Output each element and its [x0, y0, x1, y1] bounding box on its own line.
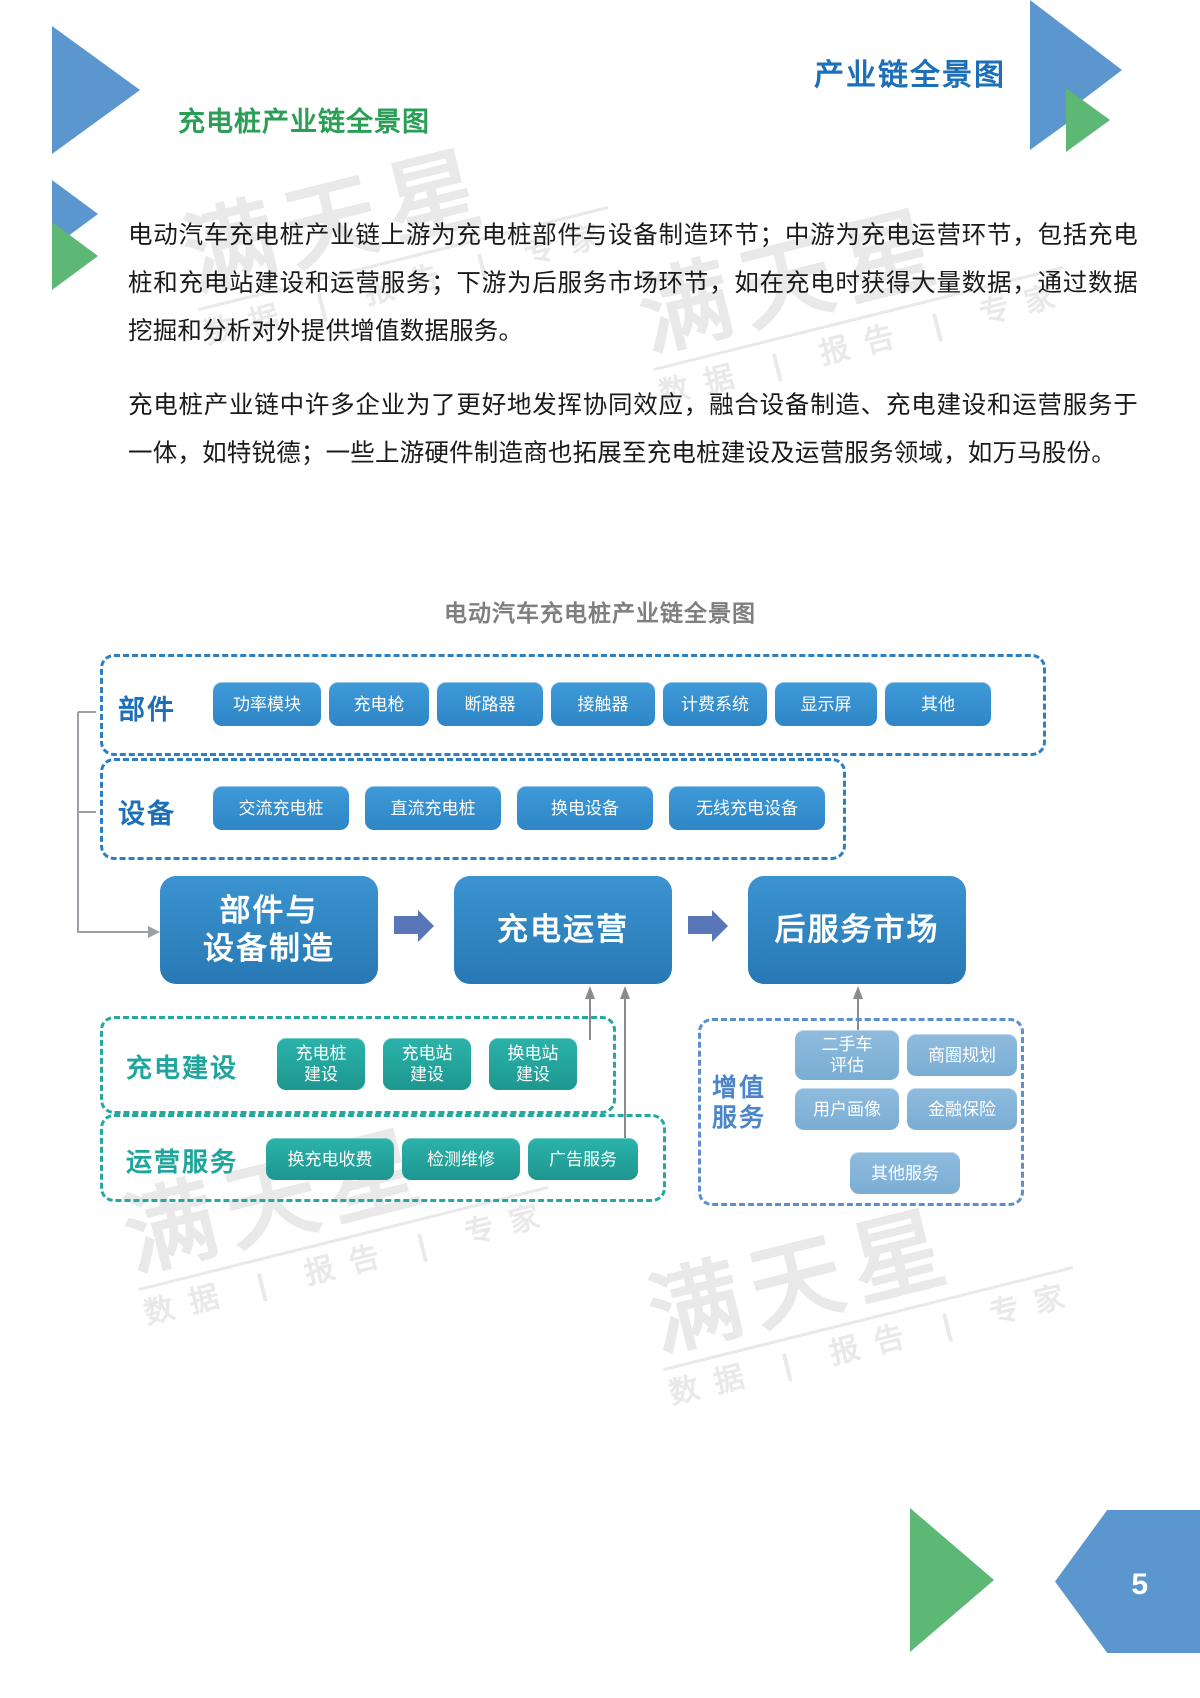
pill-construction-0[interactable]: 充电桩 建设	[277, 1038, 365, 1090]
header-section-title: 产业链全景图	[814, 59, 1006, 92]
pill-equipment-0[interactable]: 交流充电桩	[213, 786, 349, 830]
header-left-arrow-icon	[52, 26, 140, 154]
page-title: 充电桩产业链全景图	[178, 107, 430, 137]
group-charging-construction	[100, 1016, 616, 1114]
stage-manufacturing-label: 部件与 设备制造	[203, 893, 335, 966]
stage-manufacturing[interactable]: 部件与 设备制造	[160, 876, 378, 984]
pill-component-4[interactable]: 计费系统	[663, 682, 767, 726]
body-text: 电动汽车充电桩产业链上游为充电桩部件与设备制造环节；中游为充电运营环节，包括充电…	[128, 212, 1138, 504]
diagram-title: 电动汽车充电桩产业链全景图	[444, 600, 756, 626]
pill-construction-1[interactable]: 充电站 建设	[383, 1038, 471, 1090]
pill-equipment-3[interactable]: 无线充电设备	[669, 786, 825, 830]
group-label-charging-construction: 充电建设	[126, 1053, 239, 1083]
group-label-equipment: 设备	[118, 799, 176, 829]
pill-operation-1[interactable]: 检测维修	[402, 1138, 520, 1180]
footer-green-arrow-icon	[910, 1508, 994, 1652]
group-components	[100, 654, 1046, 756]
group-label-operation-service: 运营服务	[126, 1147, 239, 1177]
group-label-value-added: 增值 服务	[712, 1074, 767, 1132]
pill-component-1[interactable]: 充电枪	[329, 682, 429, 726]
pill-value-added-1[interactable]: 商圈规划	[907, 1034, 1017, 1076]
stage-operation[interactable]: 充电运营	[454, 876, 672, 984]
pill-component-3[interactable]: 接触器	[551, 682, 655, 726]
pill-equipment-1[interactable]: 直流充电桩	[365, 786, 501, 830]
group-operation-service	[100, 1114, 666, 1202]
pill-equipment-2[interactable]: 换电设备	[517, 786, 653, 830]
paragraph-2: 充电桩产业链中许多企业为了更好地发挥协同效应，融合设备制造、充电建设和运营服务于…	[128, 392, 1138, 467]
pill-value-added-0[interactable]: 二手车 评估	[795, 1030, 899, 1080]
pill-component-6[interactable]: 其他	[885, 682, 991, 726]
header-green-arrow-icon	[1066, 88, 1110, 152]
pill-value-added-2[interactable]: 用户画像	[795, 1088, 899, 1130]
pill-operation-0[interactable]: 换充电收费	[266, 1138, 394, 1180]
stage-operation-label: 充电运营	[497, 912, 629, 947]
body-green-arrow-icon	[52, 222, 98, 290]
stage-aftermarket[interactable]: 后服务市场	[748, 876, 966, 984]
pill-value-added-3[interactable]: 金融保险	[907, 1088, 1017, 1130]
pill-value-added-4[interactable]: 其他服务	[850, 1152, 960, 1194]
stage-arrow-1-icon	[394, 910, 434, 942]
group-value-added	[698, 1018, 1024, 1206]
group-label-components: 部件	[118, 695, 176, 725]
pill-operation-2[interactable]: 广告服务	[528, 1138, 638, 1180]
pill-component-5[interactable]: 显示屏	[775, 682, 877, 726]
stage-aftermarket-label: 后服务市场	[774, 912, 940, 947]
pill-construction-2[interactable]: 换电站 建设	[489, 1038, 577, 1090]
paragraph-1: 电动汽车充电桩产业链上游为充电桩部件与设备制造环节；中游为充电运营环节，包括充电…	[128, 222, 1138, 345]
stage-arrow-2-icon	[688, 910, 728, 942]
page-number: 5	[1131, 1568, 1148, 1601]
pill-component-0[interactable]: 功率模块	[213, 682, 321, 726]
pill-component-2[interactable]: 断路器	[437, 682, 543, 726]
